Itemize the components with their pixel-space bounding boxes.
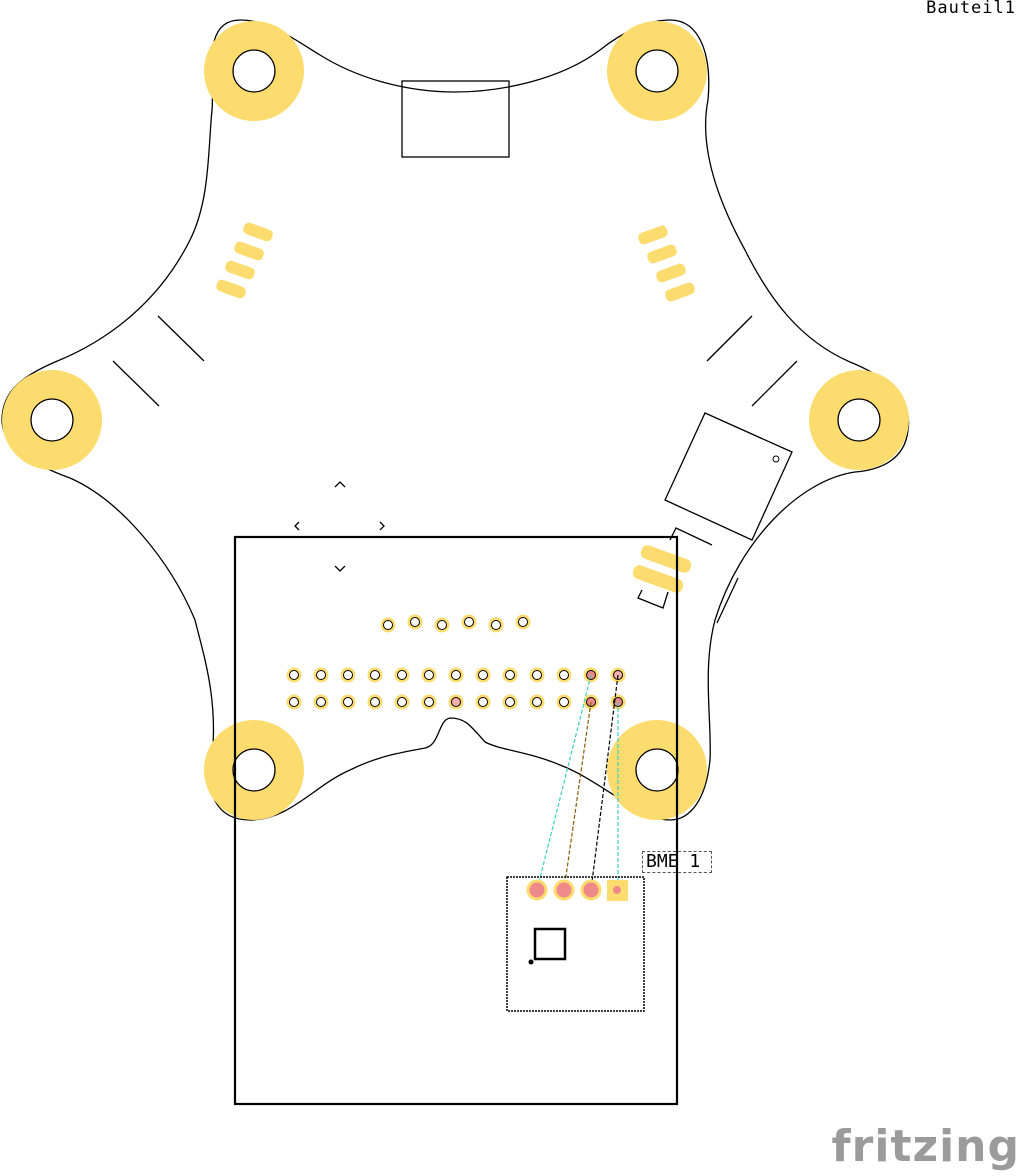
wire-cyan-1 — [536, 674, 592, 891]
bme-sensor-module — [506, 876, 645, 1012]
mounting-hole-top-left — [204, 21, 304, 121]
wire-brown — [563, 701, 592, 891]
mounting-hole-right — [809, 370, 909, 470]
ratsnest-wires — [536, 674, 619, 891]
smd-pads-right — [638, 225, 695, 302]
part-title: Bauteil1 — [926, 0, 1016, 18]
mounting-hole-bottom-right — [607, 720, 707, 820]
board-outline — [233, 535, 679, 1106]
pin-holes — [289, 670, 623, 707]
top-connector-outline — [401, 80, 510, 158]
arm-lines — [112, 315, 798, 407]
header-upper-pins — [380, 614, 531, 633]
fritzing-watermark: fritzing — [831, 1121, 1020, 1172]
wire-black — [590, 674, 619, 891]
smd-pads-right-lower — [632, 545, 692, 593]
direction-chevrons — [294, 481, 385, 572]
rotated-chip — [664, 412, 793, 541]
mounting-hole-bottom-left — [204, 720, 304, 820]
smd-pads-left — [216, 222, 273, 299]
header-upper-pin-holes — [383, 617, 528, 630]
mounting-hole-top-right — [607, 21, 707, 121]
mounting-hole-left — [2, 370, 102, 470]
sensor-label: BME 1 — [642, 851, 712, 873]
